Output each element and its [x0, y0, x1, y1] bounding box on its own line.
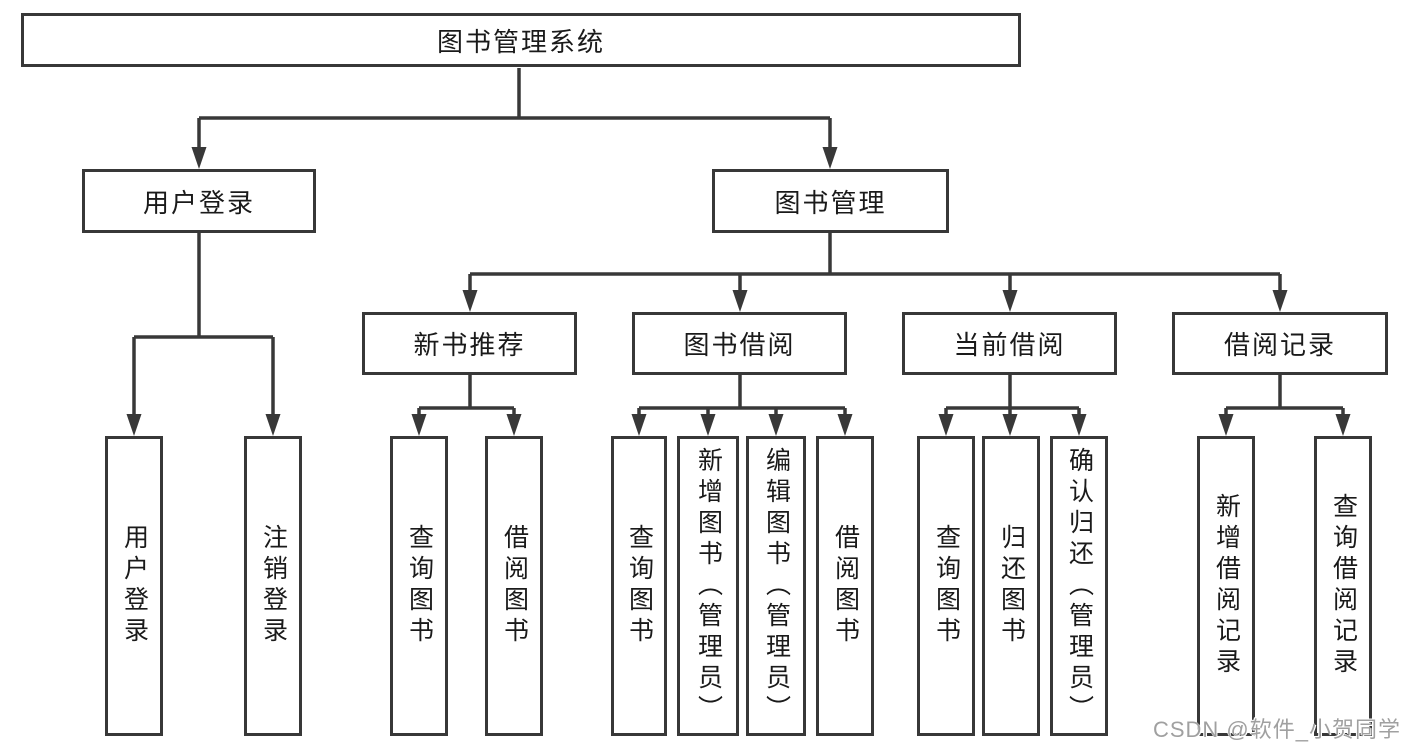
node-root: 图书管理系统 — [21, 13, 1021, 67]
node-label: 用户登录 — [120, 524, 149, 648]
leaf-user-login: 用户登录 — [105, 436, 163, 736]
node-label: 归还图书 — [997, 524, 1026, 648]
node-user-login: 用户登录 — [82, 169, 316, 233]
leaf-add-books-admin: 新增图书（管理员） — [677, 436, 739, 736]
node-book-management: 图书管理 — [712, 169, 949, 233]
node-label: 图书管理 — [774, 187, 887, 218]
node-label: 借阅记录 — [1223, 330, 1336, 360]
node-label: 查询图书 — [932, 524, 961, 648]
leaf-edit-books-admin: 编辑图书（管理员） — [746, 436, 806, 736]
node-label: 图书管理系统 — [436, 26, 605, 57]
node-label: 新增图书（管理员） — [694, 446, 723, 726]
node-label: 新书推荐 — [413, 330, 526, 360]
node-book-borrowing: 图书借阅 — [632, 312, 847, 375]
node-label: 查询借阅记录 — [1329, 493, 1358, 679]
node-label: 借阅图书 — [500, 524, 529, 648]
node-label: 查询图书 — [625, 524, 654, 648]
node-new-book-recommend: 新书推荐 — [362, 312, 577, 375]
node-label: 借阅图书 — [831, 524, 860, 648]
leaf-logout: 注销登录 — [244, 436, 302, 736]
leaf-borrow-books-recommend: 借阅图书 — [485, 436, 543, 736]
node-current-borrowing: 当前借阅 — [902, 312, 1117, 375]
leaf-add-borrow-record: 新增借阅记录 — [1197, 436, 1255, 736]
node-borrowing-records: 借阅记录 — [1172, 312, 1388, 375]
node-label: 编辑图书（管理员） — [762, 446, 791, 726]
watermark: CSDN @软件_小贺同学 — [1152, 717, 1401, 742]
node-label: 确认归还（管理员） — [1065, 446, 1094, 726]
arrowheads — [126, 147, 1351, 436]
connector-paths — [132, 68, 1345, 418]
leaf-query-books-current: 查询图书 — [917, 436, 975, 736]
node-label: 当前借阅 — [953, 330, 1066, 360]
leaf-return-books: 归还图书 — [982, 436, 1040, 736]
node-label: 查询图书 — [405, 524, 434, 648]
node-label: 图书借阅 — [683, 330, 796, 360]
node-label: 注销登录 — [259, 524, 288, 648]
leaf-confirm-return-admin: 确认归还（管理员） — [1050, 436, 1108, 736]
node-label: 用户登录 — [142, 187, 255, 218]
leaf-borrow-books: 借阅图书 — [816, 436, 874, 736]
leaf-query-books-recommend: 查询图书 — [390, 436, 448, 736]
leaf-query-borrow-record: 查询借阅记录 — [1314, 436, 1372, 736]
leaf-query-books-borrow: 查询图书 — [611, 436, 667, 736]
node-label: 新增借阅记录 — [1212, 493, 1241, 679]
